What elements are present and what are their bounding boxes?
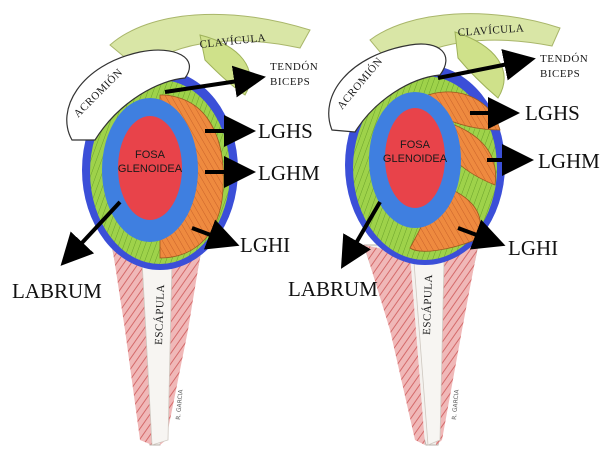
left-diagram: ACROMIÓN CLAVÍCULA FOSA GLENOIDEA TENDÓN… <box>12 14 320 445</box>
signature-right: R. GARCIA <box>451 388 461 420</box>
lghs-label-right: LGHS <box>525 101 580 125</box>
tendon-label-left-2: BICEPS <box>270 76 310 88</box>
tendon-label-right-2: BICEPS <box>540 68 580 80</box>
lghm-label-left: LGHM <box>258 161 320 185</box>
fosa-label-right-2: GLENOIDEA <box>383 153 448 165</box>
lghi-label-right: LGHI <box>508 236 558 260</box>
tendon-label-left-1: TENDÓN <box>270 61 318 73</box>
signature-left: R. GARCIA <box>175 388 185 420</box>
lghm-label-right: LGHM <box>538 149 600 173</box>
fosa-label-left-1: FOSA <box>135 149 166 161</box>
fosa-label-left-2: GLENOIDEA <box>118 163 183 175</box>
labrum-label-right: LABRUM <box>288 277 378 301</box>
fosa-label-right-1: FOSA <box>400 139 431 151</box>
labrum-label-left: LABRUM <box>12 279 102 303</box>
lghi-label-left: LGHI <box>240 233 290 257</box>
tendon-label-right-1: TENDÓN <box>540 53 588 65</box>
right-diagram: ACROMIÓN CLAVÍCULA FOSA GLENOIDEA TENDÓN… <box>288 14 600 445</box>
lghs-label-left: LGHS <box>258 119 313 143</box>
escapula-label-right: ESCÁPULA <box>421 274 435 335</box>
escapula-label-left: ESCÁPULA <box>153 284 167 345</box>
